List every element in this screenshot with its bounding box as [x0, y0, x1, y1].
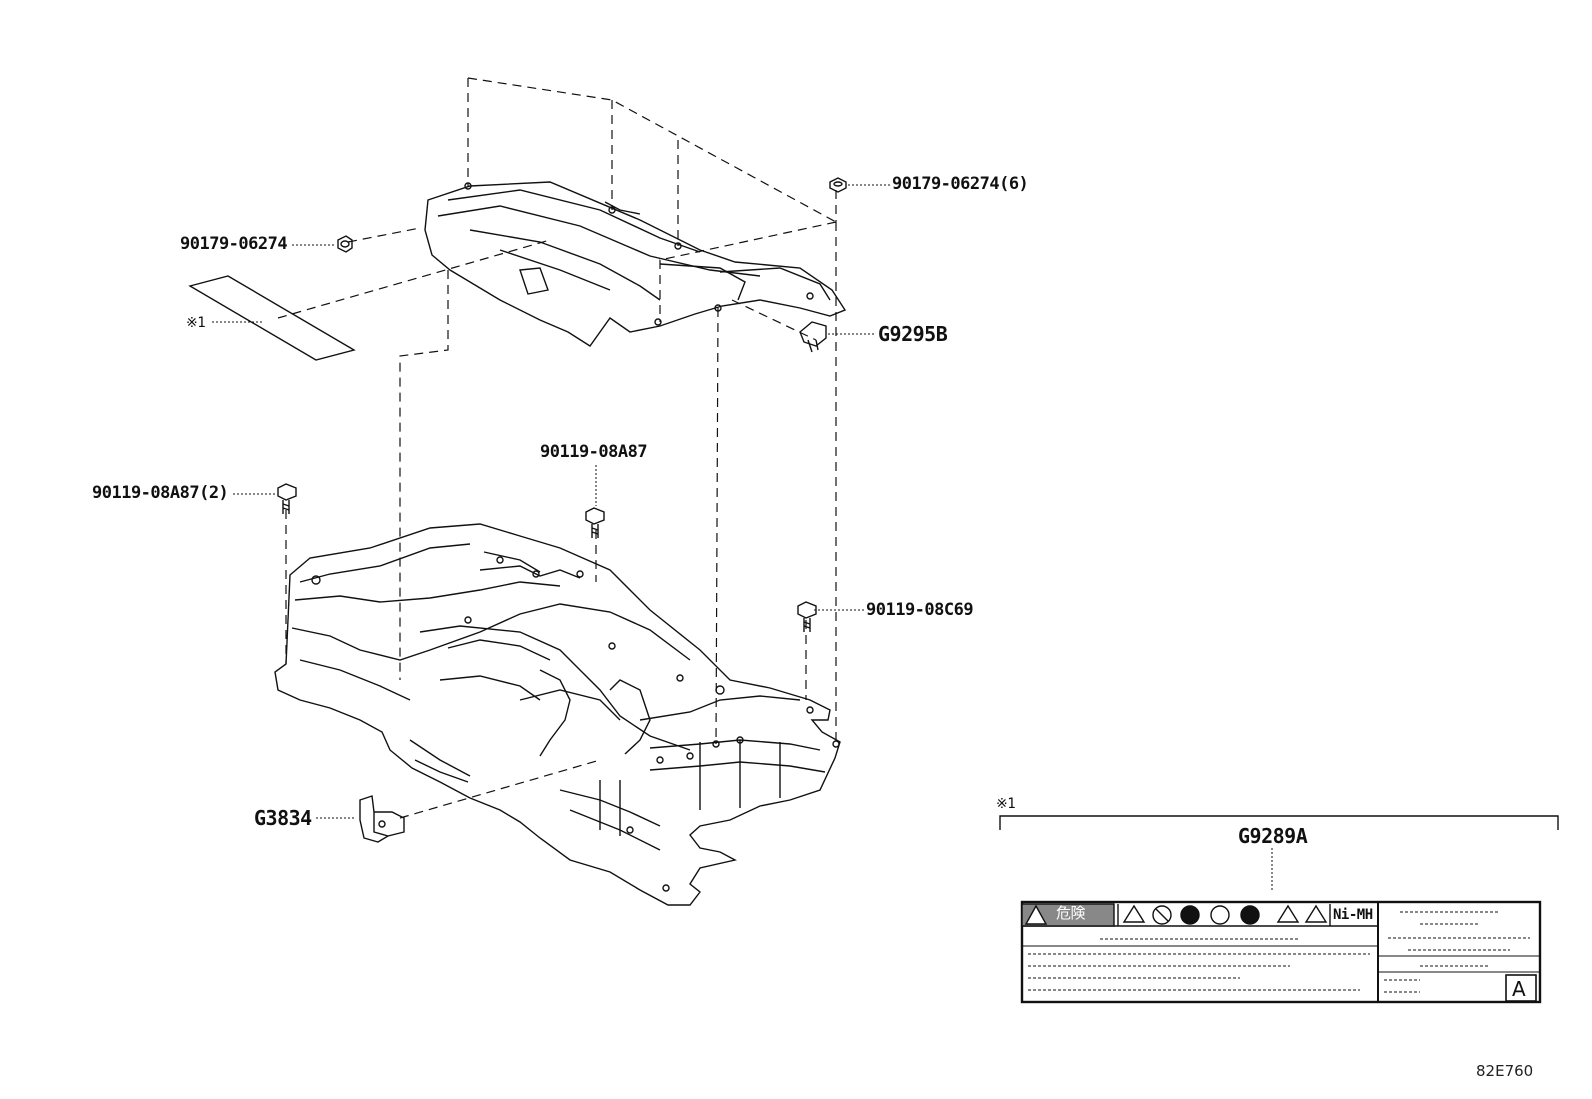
label-panel-ref-marker: ※1 [996, 796, 1016, 812]
callout-bolt-center: 90119-08A87 [540, 442, 648, 462]
label-sticker-part [188, 275, 356, 361]
nut-left-part [337, 235, 353, 253]
upper-cover [424, 181, 847, 347]
battery-tray [274, 523, 841, 906]
callout-clip-g9295b: G9295B [878, 322, 948, 346]
callout-label-ref-marker: ※1 [186, 315, 206, 331]
leader-lines [212, 184, 1273, 892]
bolt-center-part [585, 507, 605, 538]
callout-nut-top-right: 90179-06274(6) [892, 174, 1029, 194]
bracket-g3834-part [359, 795, 405, 843]
bolt-left-part [277, 483, 297, 514]
callout-bolt-left: 90119-08A87(2) [92, 483, 229, 503]
bolt-right-part [797, 601, 817, 632]
callout-bracket-g3834: G3834 [254, 806, 312, 830]
label-battery-type: Ni-MH [1333, 907, 1373, 923]
label-warning-word: 危険 [1056, 904, 1086, 922]
figure-id: 82E760 [1476, 1062, 1534, 1080]
nut-top-right-part [829, 177, 847, 193]
clip-g9295b-part [799, 321, 827, 353]
label-panel-part-number: G9289A [1238, 824, 1308, 848]
callout-bolt-right: 90119-08C69 [866, 600, 974, 620]
label-corner-letter: A [1512, 977, 1526, 1001]
assembly-lines [277, 77, 837, 819]
label-panel [999, 815, 1559, 1004]
callout-nut-left: 90179-06274 [180, 234, 288, 254]
